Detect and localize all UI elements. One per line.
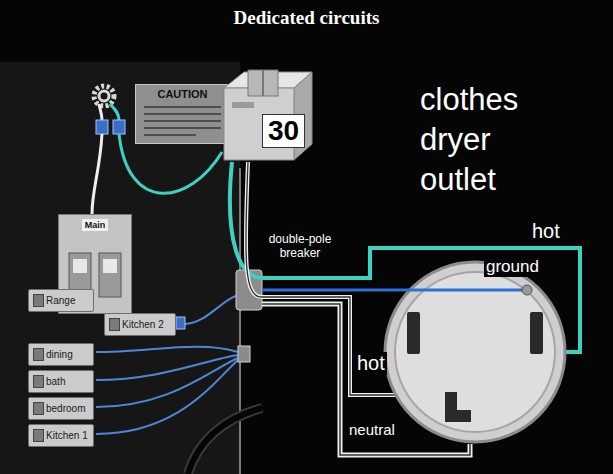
service-wire <box>110 104 119 120</box>
toggle-switch <box>109 318 120 331</box>
feed-cable <box>188 408 262 474</box>
toggle-switch <box>99 253 121 297</box>
caution-label: CAUTION <box>135 84 230 144</box>
panel-edge <box>239 168 241 474</box>
wire-label: neutral <box>347 421 397 439</box>
lug <box>176 317 185 329</box>
breaker-name: Range <box>29 291 79 311</box>
wire-label: hot <box>530 220 562 243</box>
service-wire <box>92 134 102 214</box>
fine-print-line <box>144 113 221 115</box>
caution-heading: CAUTION <box>157 88 207 101</box>
panel-back <box>0 62 240 474</box>
wire-core <box>246 162 396 395</box>
outlet-slot <box>445 392 471 422</box>
breaker-name: Kitchen 2 <box>105 315 168 335</box>
fine-print-line <box>144 127 221 129</box>
service-wire <box>99 104 102 120</box>
feed-cable <box>188 408 262 474</box>
breaker-slot <box>232 102 254 108</box>
branch-wire <box>96 355 238 380</box>
toggle-lever <box>103 259 117 273</box>
circuit-breaker: bedroom <box>28 397 94 420</box>
lug <box>113 120 125 134</box>
breaker-name: bedroom <box>29 399 89 419</box>
circuit-breaker: Kitchen 1 <box>28 424 94 447</box>
breaker-name: bath <box>29 372 69 392</box>
toggle-lever <box>73 259 87 273</box>
fine-print-line <box>144 134 196 136</box>
outlet-face <box>395 272 555 432</box>
fine-print-line <box>144 106 221 108</box>
branch-wire <box>96 360 238 434</box>
wire-label: ground <box>484 257 541 277</box>
dryer-outlet: clothes dryer outlet <box>377 70 577 450</box>
toggle-switch <box>33 348 44 361</box>
breaker-name: Main <box>82 219 109 231</box>
lug <box>96 120 108 134</box>
breaker-name: Kitchen 1 <box>29 426 92 446</box>
toggle-switch <box>33 429 44 442</box>
ground-wire <box>383 289 527 292</box>
ground-wire <box>262 289 383 292</box>
wire-label: hot <box>355 352 387 375</box>
diagram-title: Dedicated circuits <box>0 6 613 30</box>
circuit-breaker: dining <box>28 343 94 366</box>
circuit-breaker: Kitchen 2 <box>104 313 176 336</box>
breaker-label: double-pole breaker <box>256 232 344 260</box>
branch-wire <box>185 296 236 324</box>
circuit-breaker: bath <box>28 370 94 393</box>
toggle-switch <box>33 402 44 415</box>
outlet-slot <box>530 312 543 354</box>
circuit-breaker: Range <box>28 289 94 312</box>
toggle-switch <box>33 294 44 307</box>
double-pole-breaker: 30 <box>222 68 314 162</box>
outlet-plate <box>383 260 567 444</box>
toggle-switch <box>33 375 44 388</box>
breaker-name: dining <box>29 345 77 365</box>
branch-wire <box>96 347 238 352</box>
gear-icon <box>99 91 109 101</box>
wire-connector <box>246 162 396 395</box>
fine-print-line <box>144 120 221 122</box>
terminal-screw <box>522 285 532 295</box>
outlet-slot <box>407 312 420 354</box>
outlet-heading: clothes dryer outlet <box>420 80 570 200</box>
breaker-toggle <box>248 70 278 96</box>
cable-clamp <box>238 346 250 362</box>
breaker-tie <box>262 70 264 96</box>
breaker-rating: 30 <box>262 114 305 148</box>
